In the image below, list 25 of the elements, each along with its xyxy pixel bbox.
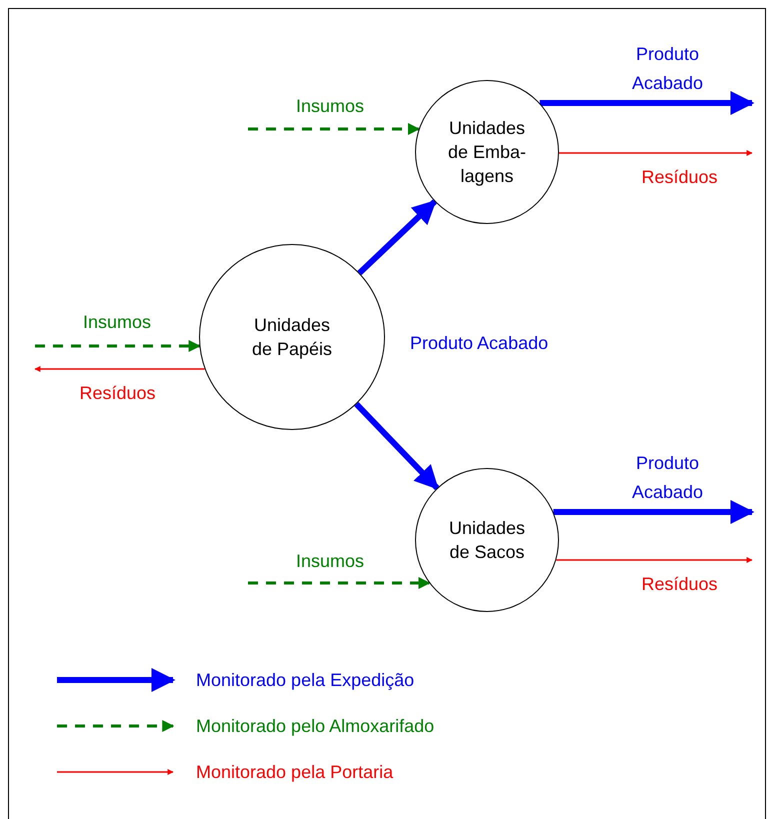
arrow [357, 199, 437, 276]
edge-label: Insumos [82, 311, 152, 334]
edge-label: Produto Acabado [630, 43, 704, 95]
arrow [553, 500, 754, 524]
arrow [248, 123, 420, 135]
arrow [559, 150, 753, 156]
arrow [556, 557, 753, 563]
legend-text: Monitorado pela Expedição [196, 669, 414, 692]
edge-label: Resíduos [78, 382, 157, 405]
legend-text: Monitorado pelo Almoxarifado [196, 715, 434, 738]
edge-label: Insumos [294, 550, 366, 573]
edge-label: Resíduos [640, 573, 719, 596]
arrow [540, 91, 754, 115]
node-label: Unidades de Papéis [250, 314, 334, 361]
edge-label: Resíduos [640, 166, 719, 189]
edge-label: Produto Acabado [630, 452, 704, 504]
arrow [35, 340, 201, 352]
arrow [354, 402, 440, 490]
arrow [248, 577, 430, 589]
node-label: Unidades de Sacos [448, 517, 526, 564]
edge-label: Insumos [294, 95, 366, 118]
node-label: Unidades de Emba- lagens [446, 117, 528, 188]
flow-label: Produto Acabado [410, 332, 548, 355]
arrow [34, 366, 205, 372]
legend-text: Monitorado pela Portaria [196, 761, 394, 784]
